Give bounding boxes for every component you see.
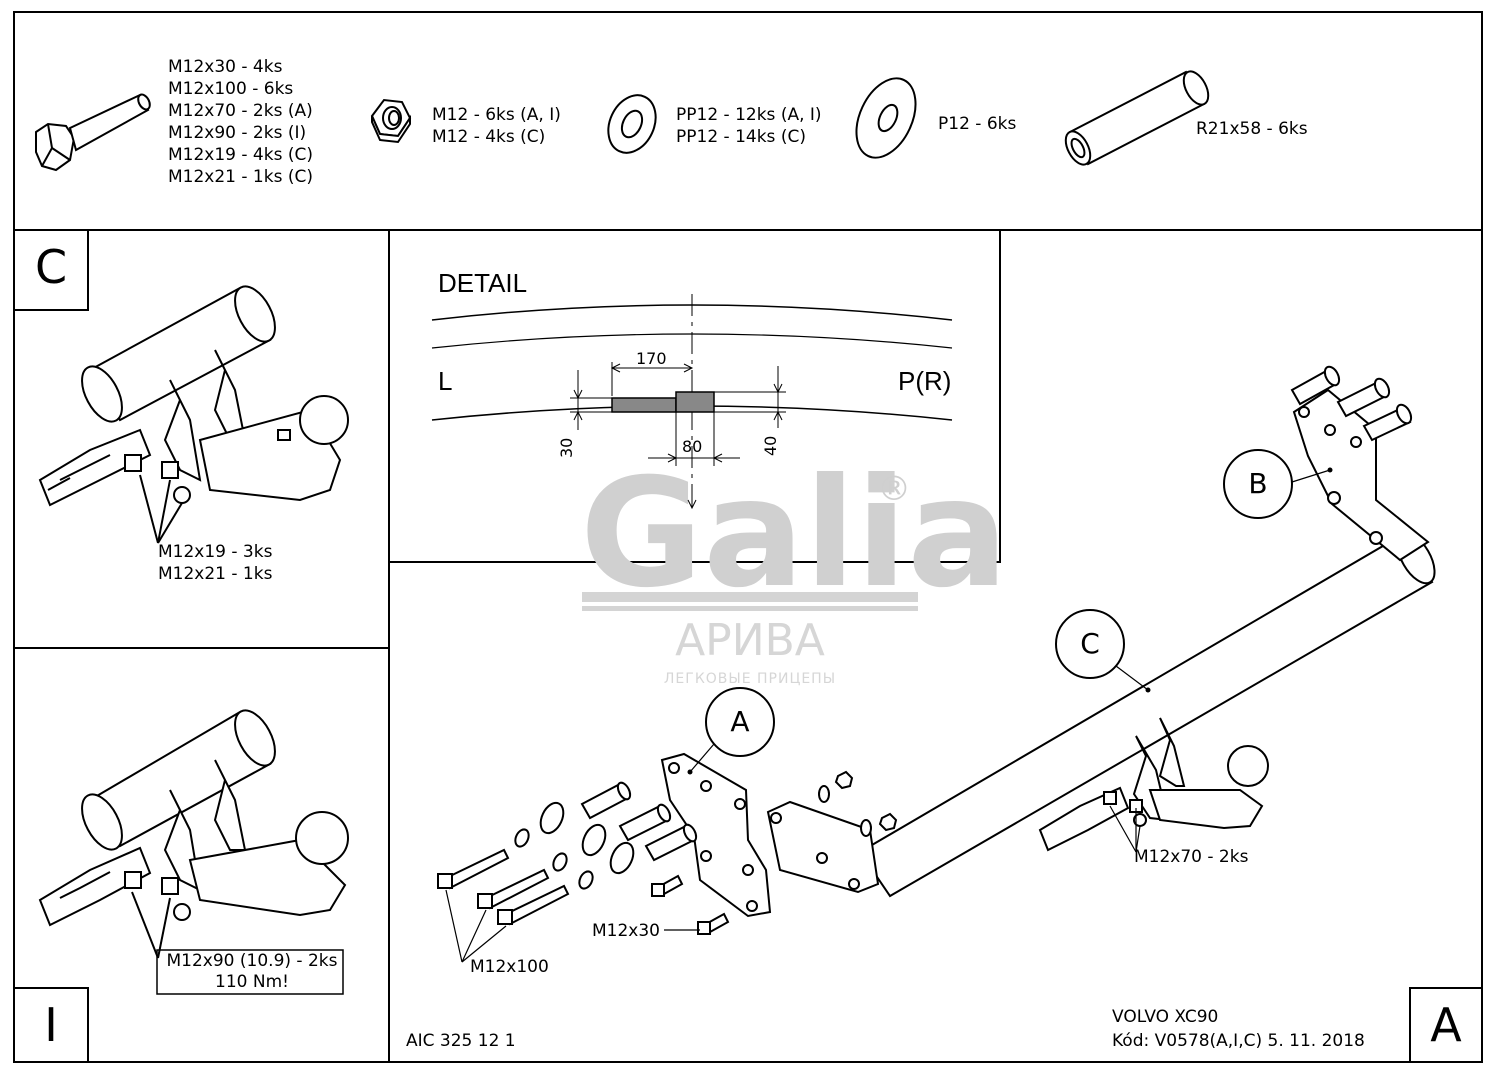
main-assembly bbox=[437, 365, 1436, 935]
spacer-label: R21x58 - 6ks bbox=[1196, 119, 1308, 139]
detail-frame bbox=[388, 229, 1001, 563]
nut-icon bbox=[370, 98, 412, 144]
label-m12x70: M12x70 - 2ks bbox=[1134, 847, 1249, 867]
flat-washer-icon bbox=[855, 77, 917, 159]
detail-drawing bbox=[431, 294, 953, 510]
bolt-item-5: M12x19 - 4ks (C) bbox=[168, 145, 313, 165]
nut-item-2: M12 - 4ks (C) bbox=[432, 127, 546, 147]
bubble-b-circle bbox=[1223, 449, 1293, 519]
panel-c-callout-line-1: M12x19 - 3ks bbox=[158, 542, 273, 562]
leader-lines bbox=[445, 469, 1331, 963]
spacer-tube-icon bbox=[1064, 70, 1210, 166]
vehicle-name: VOLVO XC90 bbox=[1112, 1007, 1219, 1027]
flat-washer-label: P12 - 6ks bbox=[938, 114, 1017, 134]
panel-i-callout-box bbox=[156, 949, 344, 995]
nuts-list: M12 - 6ks (A, I) M12 - 4ks (C) bbox=[432, 104, 561, 148]
watermark-bar-1 bbox=[582, 592, 918, 602]
spring-washer-item-2: PP12 - 14ks (C) bbox=[676, 127, 806, 147]
panel-c-letter: C bbox=[13, 229, 89, 311]
panel-i-frame bbox=[13, 647, 390, 1063]
panel-i-callout: M12x90 (10.9) - 2ks 110 Nm! bbox=[162, 951, 342, 993]
panel-i-letter: I bbox=[13, 987, 89, 1063]
spring-washer-icon bbox=[607, 94, 657, 154]
nut-item-1: M12 - 6ks (A, I) bbox=[432, 105, 561, 125]
watermark-registered: ® bbox=[877, 469, 911, 509]
leader-dots bbox=[687, 467, 1333, 775]
bolt-item-4: M12x90 - 2ks (I) bbox=[168, 123, 307, 143]
bubble-b-label: B bbox=[1248, 467, 1268, 500]
panel-c-drawing bbox=[38, 285, 349, 544]
dim-40: 40 bbox=[761, 435, 780, 456]
bubble-a-label: A bbox=[730, 705, 750, 738]
main-letter: A bbox=[1409, 987, 1483, 1063]
panel-i-callout-line-1: M12x90 (10.9) - 2ks bbox=[166, 951, 338, 971]
watermark-dealer-sub: ЛЕГКОВЫЕ ПРИЦЕПЫ bbox=[664, 671, 836, 687]
detail-left-label: L bbox=[438, 366, 453, 396]
bolt-item-2: M12x100 - 6ks bbox=[168, 79, 294, 99]
bolt-item-6: M12x21 - 1ks (C) bbox=[168, 167, 313, 187]
bubble-c-label: C bbox=[1080, 627, 1100, 660]
panel-c-callout: M12x19 - 3ks M12x21 - 1ks bbox=[158, 541, 272, 585]
bolt-icon bbox=[35, 93, 151, 172]
label-m12x100: M12x100 bbox=[470, 957, 549, 977]
panel-i-drawing bbox=[38, 709, 349, 959]
bubble-a-circle bbox=[705, 687, 775, 757]
bolt-item-1: M12x30 - 4ks bbox=[168, 57, 283, 77]
kit-code: Kód: V0578(A,I,C) 5. 11. 2018 bbox=[1112, 1031, 1365, 1051]
dim-170: 170 bbox=[636, 349, 667, 368]
dim-30: 30 bbox=[557, 437, 576, 458]
parts-list-frame bbox=[13, 11, 1483, 231]
panel-c-callout-line-2: M12x21 - 1ks bbox=[158, 564, 273, 584]
spring-washers-list: PP12 - 12ks (A, I) PP12 - 14ks (C) bbox=[676, 104, 822, 148]
label-m12x30: M12x30 bbox=[592, 921, 660, 941]
drawing-number: AIC 325 12 1 bbox=[406, 1031, 516, 1051]
bolts-list: M12x30 - 4ks M12x100 - 6ks M12x70 - 2ks … bbox=[168, 56, 313, 188]
detail-title: DETAIL bbox=[438, 268, 528, 298]
bolt-item-3: M12x70 - 2ks (A) bbox=[168, 101, 313, 121]
bubble-c-circle bbox=[1055, 609, 1125, 679]
spring-washer-item-1: PP12 - 12ks (A, I) bbox=[676, 105, 822, 125]
watermark-bar-2 bbox=[582, 606, 918, 611]
dim-80: 80 bbox=[682, 437, 703, 456]
panel-i-callout-line-2: 110 Nm! bbox=[215, 972, 289, 992]
galia-watermark: Galia ® АРИВА ЛЕГКОВЫЕ ПРИЦЕПЫ bbox=[580, 447, 1008, 687]
watermark-dealer: АРИВА bbox=[675, 615, 825, 666]
detail-right-label: P(R) bbox=[898, 366, 952, 396]
